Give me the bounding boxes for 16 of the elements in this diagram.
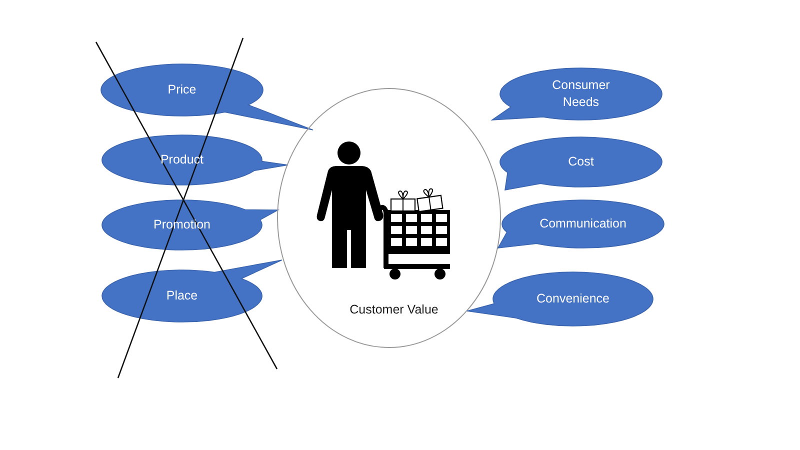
bubble-label: Consumer Needs [551, 77, 611, 111]
speech-bubble [101, 134, 289, 186]
circle-label: Customer Value [350, 302, 438, 318]
bubble-label: Cost [567, 154, 595, 170]
speech-bubble [491, 67, 663, 121]
bubble-label: Communication [538, 216, 628, 232]
speech-bubble [101, 259, 283, 323]
bubble-label: Place [165, 288, 199, 304]
bubble-label: Price [166, 82, 198, 98]
speech-bubble [100, 63, 314, 131]
bubble-label: Convenience [536, 290, 610, 308]
value-circle [276, 87, 502, 349]
speech-bubble [499, 136, 663, 191]
speech-bubble [497, 199, 665, 249]
speech-bubble [101, 199, 279, 251]
speech-bubble [466, 271, 654, 327]
